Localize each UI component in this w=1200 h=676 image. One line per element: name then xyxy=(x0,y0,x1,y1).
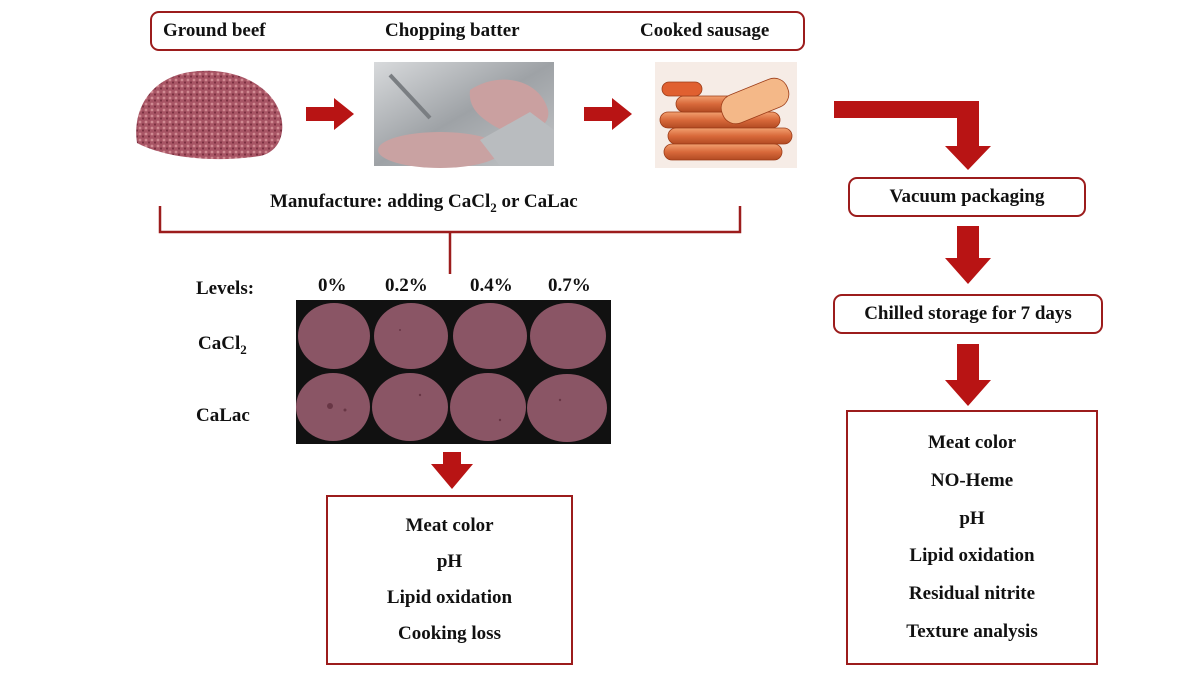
right-analysis-item: Meat color xyxy=(927,431,1017,453)
chilled-storage-box: Chilled storage for 7 days xyxy=(833,294,1103,334)
left-analysis-item: Cooking loss xyxy=(398,623,501,644)
manufacture-prefix: Manufacture: adding CaCl xyxy=(270,191,491,212)
row-label-cacl2: CaCl2 xyxy=(198,333,247,358)
right-analysis-item: Residual nitrite xyxy=(908,583,1036,605)
right-analysis-box: Meat color NO-Heme pH Lipid oxidation Re… xyxy=(846,410,1098,665)
right-analysis-item: Texture analysis xyxy=(906,621,1038,643)
left-analysis-item: pH xyxy=(436,551,463,572)
manufacture-suffix: or CaLac xyxy=(496,191,578,212)
left-analysis-item: Meat color xyxy=(405,515,494,536)
left-analysis-item: Lipid oxidation xyxy=(386,587,513,608)
vacuum-packaging-box: Vacuum packaging xyxy=(848,177,1086,217)
right-analysis-item: NO-Heme xyxy=(930,469,1014,491)
level-1: 0.2% xyxy=(385,275,428,296)
right-analysis-item: Lipid oxidation xyxy=(909,545,1035,567)
chilled-storage-label: Chilled storage for 7 days xyxy=(864,303,1072,324)
levels-label: Levels: xyxy=(196,278,255,299)
level-3: 0.7% xyxy=(548,275,591,296)
stage-ground-beef: Ground beef xyxy=(163,20,266,41)
row-label-calac: CaLac xyxy=(196,405,250,426)
level-0: 0% xyxy=(318,275,347,296)
level-2: 0.4% xyxy=(470,275,513,296)
row-label-cacl2-base: CaCl xyxy=(198,333,241,354)
manufacture-subscript: 2 xyxy=(490,199,497,215)
right-analysis-item: pH xyxy=(959,507,985,529)
stage-cooked-sausage: Cooked sausage xyxy=(640,20,770,41)
manufacture-label: Manufacture: adding CaCl2 or CaLac xyxy=(270,191,578,216)
left-analysis-box: Meat color pH Lipid oxidation Cooking lo… xyxy=(326,495,573,665)
row-label-cacl2-sub: 2 xyxy=(240,341,247,357)
vacuum-packaging-label: Vacuum packaging xyxy=(889,186,1045,207)
stages-box xyxy=(150,11,805,51)
stage-chopping-batter: Chopping batter xyxy=(385,20,520,41)
